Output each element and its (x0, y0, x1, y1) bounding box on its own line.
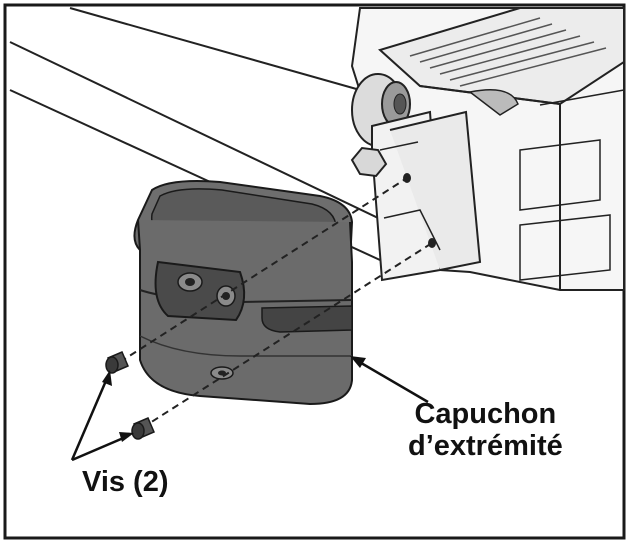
end-cap (133, 180, 354, 406)
frame-bracket (350, 110, 482, 282)
alignment-lines (119, 177, 433, 429)
end-cap-label-line2: d’extrémité (408, 430, 563, 463)
leader-arrows (70, 356, 429, 462)
end-cap-callout: Capuchon d’extrémité (408, 398, 563, 463)
screw-upper (105, 351, 129, 374)
mount-hole-lower (428, 238, 436, 248)
screw-lower (131, 417, 155, 440)
end-cap-label-line1: Capuchon (414, 398, 557, 430)
screws-callout: Vis (2) (82, 466, 169, 498)
